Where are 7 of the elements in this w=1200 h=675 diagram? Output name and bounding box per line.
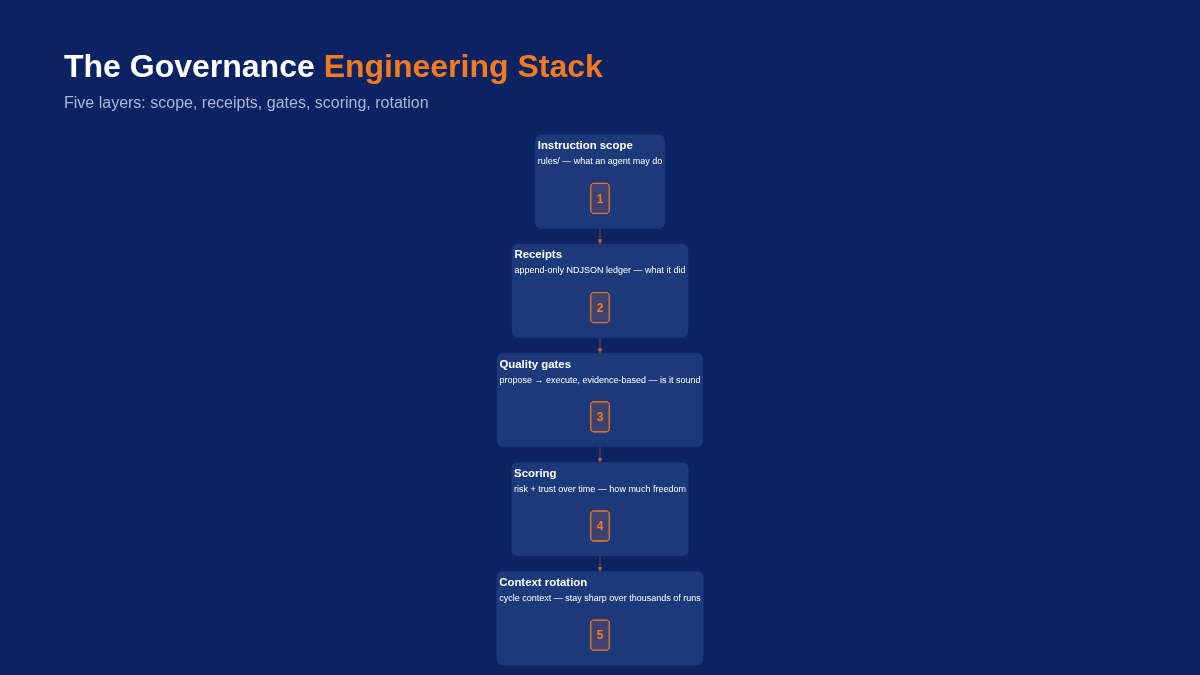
number-badge: 3: [590, 401, 610, 433]
number-badge: 1: [590, 182, 610, 214]
number-badge: 5: [590, 619, 610, 651]
title: The Governance Engineering Stack: [64, 48, 603, 85]
subtitle: Five layers: scope, receipts, gates, scoring, rotation: [64, 94, 429, 112]
number-badge: 4: [590, 510, 610, 542]
number-badge: 2: [590, 292, 610, 324]
